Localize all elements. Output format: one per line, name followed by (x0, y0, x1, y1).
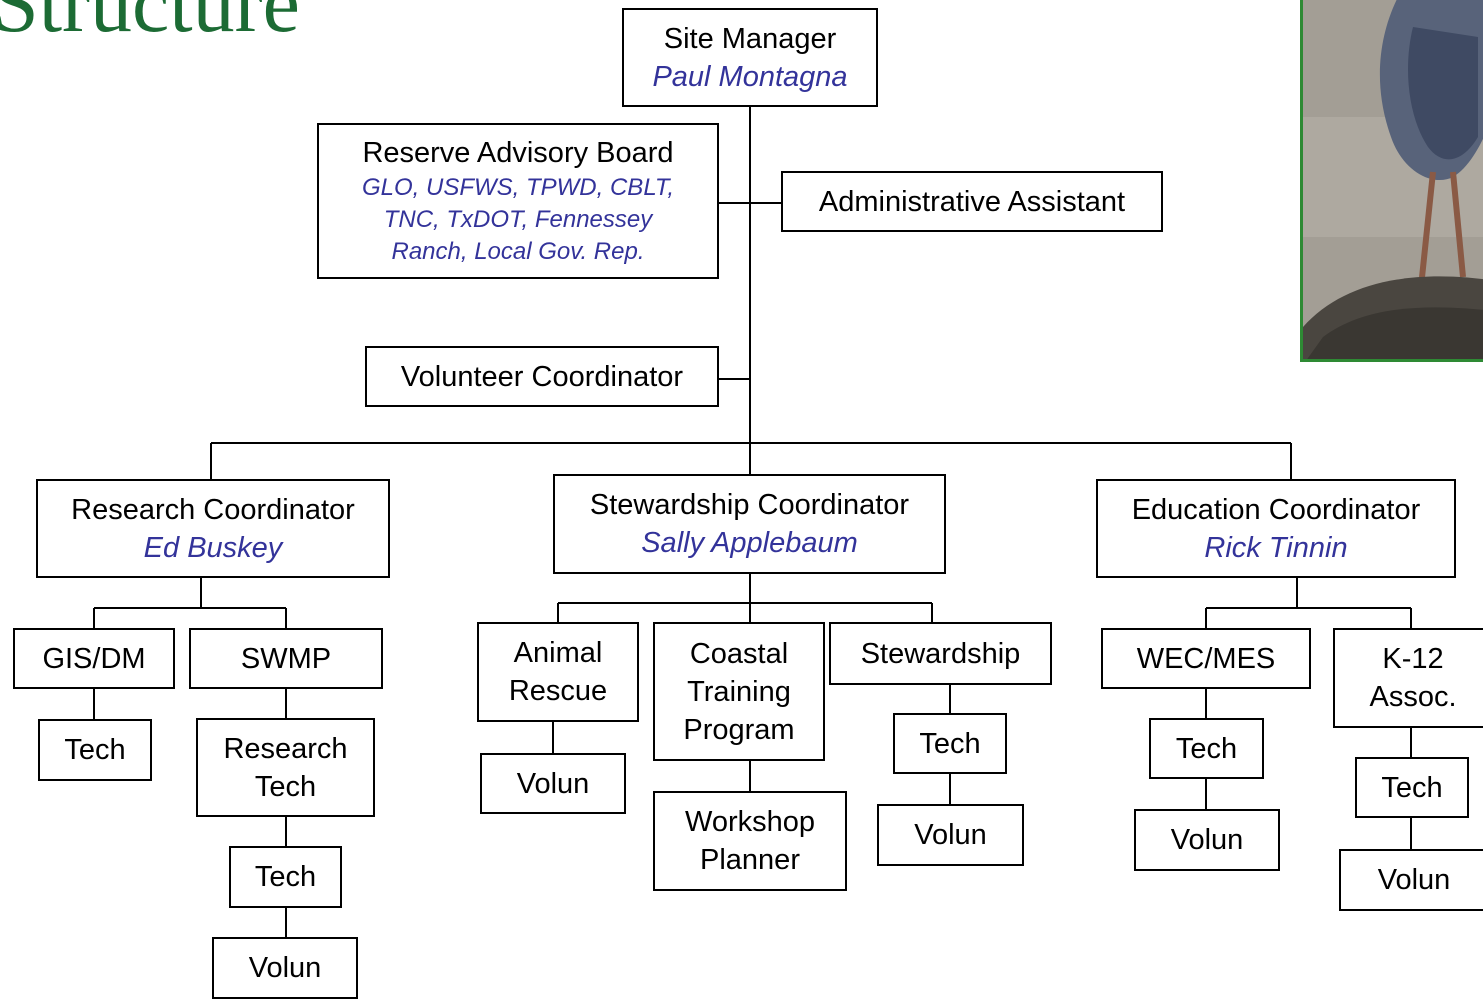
heron-icon (1303, 0, 1483, 359)
coastal-training-label-line: Training (687, 675, 791, 708)
advisory-board-box: Reserve Advisory Board GLO, USFWS, TPWD,… (317, 123, 719, 279)
research-coordinator-name: Ed Buskey (143, 531, 283, 564)
research-tech-label-line: Research (223, 732, 348, 765)
stewardship-tech-box: Tech (893, 713, 1007, 774)
site-manager-box: Site Manager Paul Montagna (622, 8, 878, 107)
swmp-volun-box: Volun (212, 937, 358, 999)
k12-assoc-label-line: K-12 (1382, 643, 1444, 675)
wec-tech-box: Tech (1149, 718, 1264, 779)
swmp-tech-label: Tech (254, 861, 317, 893)
stewardship-coordinator-box: Stewardship Coordinator Sally Applebaum (553, 474, 946, 574)
research-tech-box: Research Tech (196, 718, 375, 817)
k12-volun-box: Volun (1339, 849, 1483, 911)
stewardship-volun-box: Volun (877, 804, 1024, 866)
advisory-board-title: Reserve Advisory Board (362, 137, 674, 169)
animal-rescue-label-line: Animal (513, 637, 603, 669)
animal-rescue-box: Animal Rescue (477, 622, 639, 722)
gis-dm-box: GIS/DM (13, 628, 175, 689)
page-title: Structure (0, 0, 300, 50)
advisory-board-members-line: TNC, TxDOT, Fennessey (383, 206, 653, 233)
k12-assoc-box: K-12 Assoc. (1333, 628, 1483, 728)
workshop-planner-label-line: Planner (700, 844, 800, 876)
swmp-box: SWMP (189, 628, 383, 689)
animal-volun-label: Volun (516, 767, 590, 800)
wec-volun-box: Volun (1134, 809, 1280, 871)
education-coordinator-title: Education Coordinator (1131, 493, 1421, 526)
stewardship-coordinator-title: Stewardship Coordinator (589, 489, 910, 521)
animal-rescue-label-line: Rescue (508, 675, 608, 707)
advisory-board-members-line: Ranch, Local Gov. Rep. (391, 238, 645, 265)
advisory-board-members-line: GLO, USFWS, TPWD, CBLT, (361, 174, 675, 201)
research-tech-label-line: Tech (254, 770, 317, 803)
gis-tech-box: Tech (38, 719, 152, 781)
admin-assistant-title: Administrative Assistant (818, 185, 1126, 218)
k12-volun-label: Volun (1377, 864, 1451, 896)
coastal-training-box: Coastal Training Program (653, 622, 825, 761)
workshop-planner-box: Workshop Planner (653, 791, 847, 891)
volunteer-coordinator-box: Volunteer Coordinator (365, 346, 719, 407)
wec-volun-label: Volun (1170, 824, 1244, 856)
site-manager-title: Site Manager (663, 22, 837, 55)
k12-tech-label: Tech (1381, 771, 1443, 804)
stewardship-volun-label: Volun (914, 819, 987, 851)
animal-volun-box: Volun (480, 753, 626, 814)
swmp-volun-label: Volun (248, 952, 322, 984)
k12-tech-box: Tech (1355, 757, 1469, 818)
swmp-tech-box: Tech (229, 846, 342, 908)
wec-mes-label: WEC/MES (1136, 642, 1276, 675)
heron-photo (1300, 0, 1483, 362)
admin-assistant-box: Administrative Assistant (781, 171, 1163, 232)
research-coordinator-box: Research Coordinator Ed Buskey (36, 479, 390, 578)
wec-tech-label: Tech (1175, 732, 1238, 765)
workshop-planner-label-line: Workshop (684, 806, 816, 838)
stewardship-box: Stewardship (829, 622, 1052, 685)
swmp-label: SWMP (240, 642, 332, 675)
education-coordinator-box: Education Coordinator Rick Tinnin (1096, 479, 1456, 578)
coastal-training-label-line: Coastal (689, 637, 789, 670)
site-manager-name: Paul Montagna (652, 60, 848, 93)
education-coordinator-name: Rick Tinnin (1204, 531, 1348, 564)
wec-mes-box: WEC/MES (1101, 628, 1311, 689)
research-coordinator-title: Research Coordinator (71, 493, 355, 526)
gis-tech-label: Tech (64, 734, 126, 766)
stewardship-coordinator-name: Sally Applebaum (641, 527, 858, 559)
stewardship-tech-label: Tech (919, 727, 981, 760)
k12-assoc-label-line: Assoc. (1369, 681, 1457, 713)
volunteer-coordinator-title: Volunteer Coordinator (400, 360, 684, 393)
gis-dm-label: GIS/DM (42, 642, 146, 675)
stewardship-label: Stewardship (860, 637, 1021, 670)
coastal-training-label-line: Program (683, 713, 795, 746)
